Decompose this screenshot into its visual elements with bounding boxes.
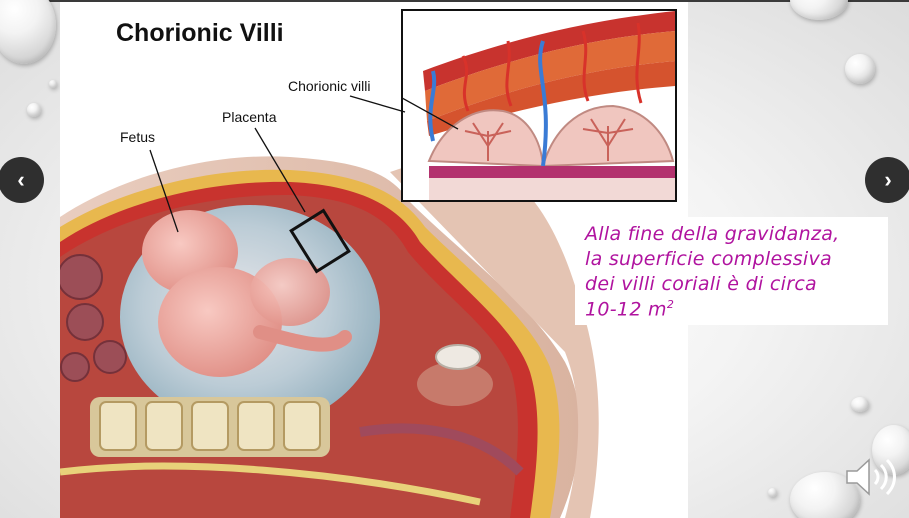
caption-line-2: la superficie complessiva [585, 248, 832, 270]
pregnancy-cross-section-image [60, 2, 688, 518]
label-placenta: Placenta [222, 109, 277, 125]
caption-line-3: dei villi coriali è di circa [585, 273, 818, 295]
slide-title: Chorionic Villi [116, 19, 284, 47]
droplet-decoration [790, 0, 848, 20]
label-chorionic-villi: Chorionic villi [288, 78, 371, 94]
caption-line-1: Alla fine della gravidanza, [585, 223, 840, 245]
droplet-decoration [768, 488, 777, 497]
villi-illustration [403, 11, 675, 200]
chevron-right-icon: › [884, 167, 892, 192]
droplet-decoration [27, 103, 41, 117]
chorionic-villi-inset [401, 9, 677, 202]
audio-button[interactable] [843, 456, 899, 498]
prev-slide-button[interactable]: ‹ [0, 157, 44, 203]
droplet-decoration [49, 80, 57, 88]
top-border [0, 0, 909, 2]
speaker-icon [846, 458, 896, 496]
droplet-decoration [845, 54, 875, 84]
droplet-decoration [0, 0, 56, 64]
next-slide-button[interactable]: › [865, 157, 909, 203]
chevron-left-icon: ‹ [17, 167, 25, 192]
caption-line-4: 10-12 m2 [585, 298, 674, 320]
caption-box: Alla fine della gravidanza, la superfici… [575, 217, 888, 325]
droplet-decoration [851, 397, 869, 412]
label-fetus: Fetus [120, 129, 156, 145]
anatomy-illustration [60, 127, 599, 518]
caption-exponent: 2 [666, 298, 675, 311]
caption-value: 10-12 m [585, 298, 667, 321]
